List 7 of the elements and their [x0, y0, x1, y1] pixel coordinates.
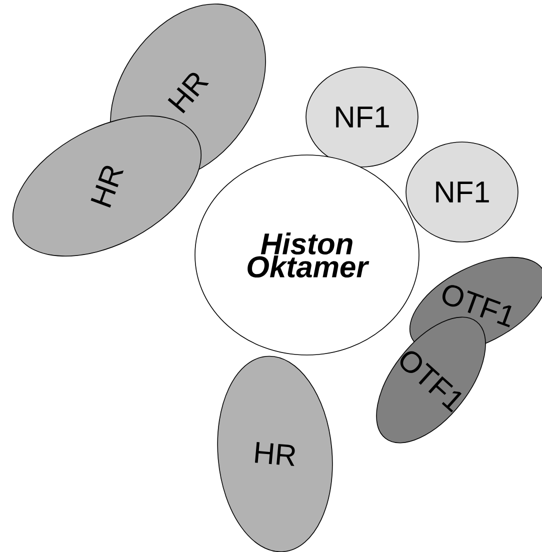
protein-label: NF1 — [336, 106, 389, 128]
protein-label: HR — [254, 442, 295, 466]
protein-label: OTF1 — [442, 285, 512, 328]
protein-label: HR — [90, 166, 124, 208]
protein-label: NF1 — [436, 182, 489, 202]
protein-label: Histon Oktamer — [248, 232, 370, 278]
protein-label: HR — [168, 72, 209, 114]
